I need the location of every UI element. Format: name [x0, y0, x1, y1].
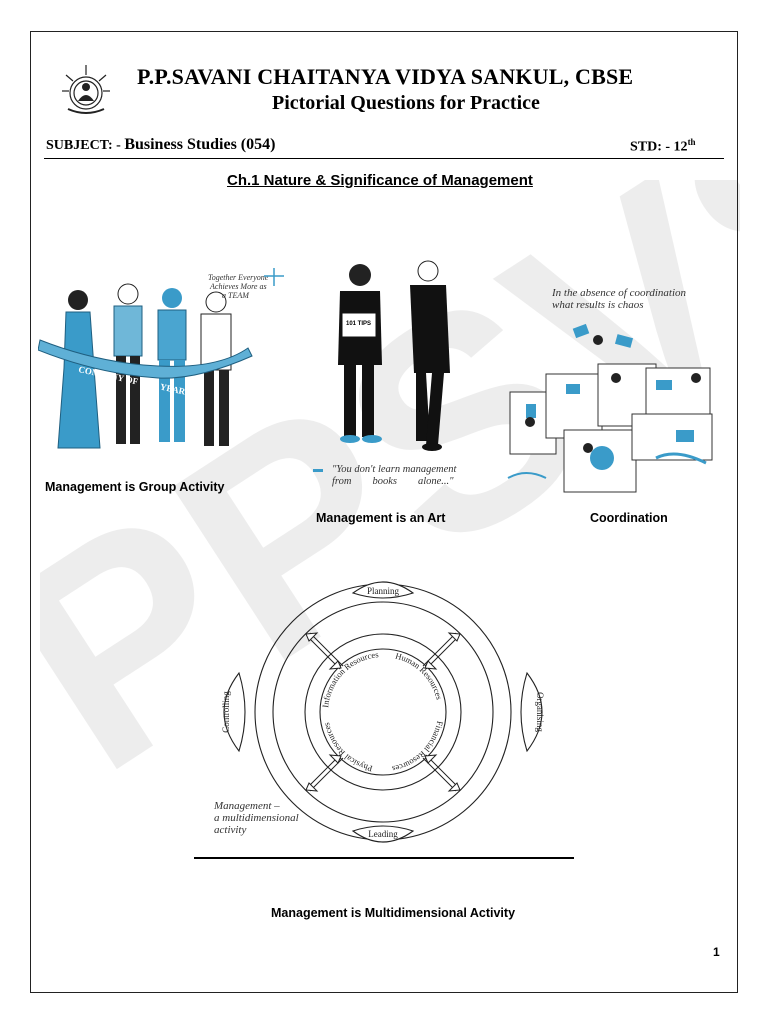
- document-title: Pictorial Questions for Practice: [272, 92, 540, 114]
- coordination-note-line-2: what results is chaos: [552, 299, 644, 311]
- quote-marker: [313, 469, 323, 472]
- caption-art: Management is an Art: [316, 511, 446, 525]
- outer-ring-inner-edge: [272, 601, 494, 823]
- art-illustration: 101 TIPS: [338, 260, 450, 451]
- art-quote-line-2: from books alone...": [332, 476, 454, 487]
- subject-line: SUBJECT: - Business Studies (054): [46, 136, 275, 154]
- school-logo: [62, 65, 110, 114]
- leading-lobe: [351, 825, 415, 843]
- woman-figure: [57, 290, 101, 449]
- controlling-lobe: [223, 671, 246, 753]
- worker-figure: [157, 288, 187, 442]
- resource-ring-outer: [304, 633, 462, 791]
- std-label: STD: - 12: [630, 139, 688, 155]
- man-figure-1: [113, 283, 143, 444]
- school-name: P.P.SAVANI CHAITANYA VIDYA SANKUL, CBSE: [137, 64, 634, 89]
- caption-multidimensional: Management is Multidimensional Activity: [271, 906, 516, 920]
- cycle-note-line-3: activity: [214, 824, 247, 836]
- subject-name: Business Studies (054): [124, 136, 276, 153]
- page-border: [30, 31, 738, 993]
- linkage-arrows: [305, 632, 461, 792]
- panel-2: [545, 373, 603, 439]
- group-activity-illustration: COMPANY OF THE YEAR Together Everyone Ac…: [38, 268, 284, 449]
- figure-divider: [194, 857, 574, 859]
- caption-coordination: Coordination: [590, 511, 668, 525]
- art-quote: "You don't learn management from books a…: [332, 464, 482, 488]
- cycle-note-line-1: Management –: [214, 800, 280, 812]
- team-slogan: Together Everyone Achieves More as a TEA…: [208, 273, 270, 300]
- header-divider: [44, 158, 724, 159]
- organising-lobe: [520, 671, 543, 753]
- panel-6: [631, 413, 713, 461]
- company-banner: [38, 339, 253, 379]
- function-controlling: Controlling: [221, 691, 231, 733]
- book-title: 101 TIPS: [346, 321, 371, 327]
- mentor-figure: [410, 260, 450, 451]
- std-line: STD: - 12th: [630, 137, 696, 156]
- page-number: 1: [713, 945, 720, 959]
- coordination-note: In the absence of coordination what resu…: [552, 287, 686, 311]
- std-suffix: th: [687, 137, 696, 147]
- coordination-illustration: [507, 323, 713, 493]
- caption-group-activity: Management is Group Activity: [45, 480, 225, 494]
- coordination-note-line-1: In the absence of coordination: [552, 287, 687, 299]
- chapter-title: Ch.1 Nature & Significance of Management: [227, 172, 533, 189]
- planning-lobe: [351, 581, 415, 599]
- plus-mark: [264, 268, 284, 286]
- function-planning: Planning: [367, 586, 400, 596]
- book-icon: [341, 312, 377, 338]
- reader-figure: 101 TIPS: [338, 264, 382, 443]
- cycle-note-line-2: a multidimensional: [214, 812, 299, 824]
- function-leading: Leading: [368, 829, 398, 839]
- subject-prefix: SUBJECT: -: [46, 138, 125, 153]
- cycle-note: Management – a multidimensional activity: [214, 800, 299, 836]
- management-cycle-diagram: Planning Leading Organising Controlling …: [221, 581, 545, 843]
- art-quote-line-1: "You don't learn management: [332, 464, 457, 475]
- resource-ring-inner: [319, 648, 447, 776]
- function-organising: Organising: [535, 692, 545, 732]
